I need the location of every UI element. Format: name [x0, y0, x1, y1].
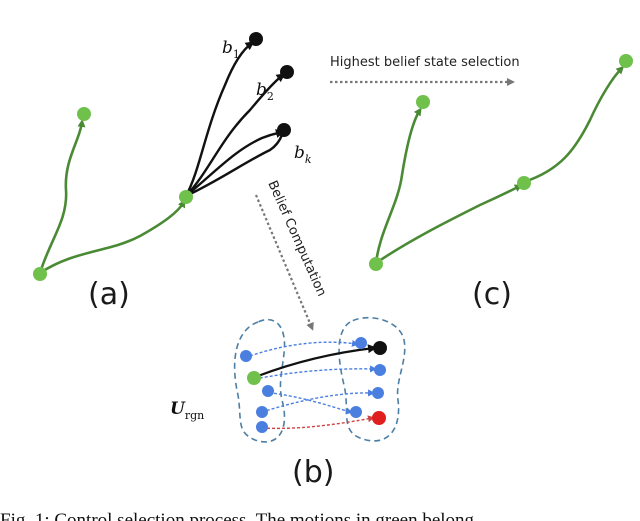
label-b1: b1: [222, 38, 240, 61]
green-node-start-c: [369, 257, 383, 271]
black-node-right: [373, 341, 387, 355]
green-node-top-c: [619, 54, 633, 68]
panel-a-label: (a): [88, 277, 130, 312]
green-node-upper-c: [416, 95, 430, 109]
blue-node-left-4: [256, 421, 268, 433]
edge-c-to-upper: [374, 107, 422, 264]
transition-black: [257, 344, 377, 378]
panel-c-label: (c): [472, 277, 512, 312]
transition-blue-4: [263, 391, 353, 415]
blue-node-right-3: [372, 387, 384, 399]
region-outline-left: [233, 318, 286, 443]
belief-node-bk: [277, 123, 291, 137]
panel-c: (c): [369, 54, 633, 312]
selection-text: Highest belief state selection: [330, 55, 520, 70]
panel-a: b1 b2 bk (a): [33, 32, 312, 312]
belief-node-b2: [280, 65, 294, 79]
belief-edge-b2: [185, 73, 286, 197]
green-node-upper-a: [77, 107, 91, 121]
belief-node-b1: [249, 32, 263, 46]
transition-blue-3: [261, 389, 375, 413]
belief-edge-b1: [184, 41, 255, 197]
panel-b: Urgn (b): [170, 316, 406, 490]
green-node-mid-c: [517, 176, 531, 190]
green-node-start-a: [33, 267, 47, 281]
panel-b-label: (b): [292, 455, 334, 490]
blue-node-left-1: [240, 350, 252, 362]
label-bk: bk: [294, 143, 312, 166]
edge-c-to-top: [523, 65, 625, 184]
transition-blue-2: [249, 365, 377, 381]
edge-c-to-mid: [375, 184, 523, 265]
belief-edge-bk: [185, 134, 284, 198]
selection-annotation: Highest belief state selection: [330, 55, 520, 86]
blue-node-left-2: [262, 385, 274, 397]
edge-a-to-upper: [38, 119, 86, 274]
figure-caption: Fig. 1: Control selection process. The m…: [0, 510, 475, 521]
edge-a-to-mid: [39, 199, 186, 275]
green-node-b: [247, 371, 261, 385]
blue-node-right-2: [374, 364, 386, 376]
region-label: Urgn: [170, 399, 204, 422]
computation-arrow: [254, 194, 314, 331]
green-node-mid-a: [179, 190, 193, 204]
label-b2: b2: [256, 80, 274, 103]
transition-red: [261, 415, 375, 430]
belief-edge-b-mid: [185, 129, 285, 197]
red-node-right: [372, 411, 386, 425]
blue-node-right-4: [350, 406, 362, 418]
blue-node-left-3: [256, 406, 268, 418]
blue-node-right-1: [355, 337, 367, 349]
region-outline-right: [338, 316, 406, 442]
computation-annotation: Belief Computation: [254, 179, 329, 331]
